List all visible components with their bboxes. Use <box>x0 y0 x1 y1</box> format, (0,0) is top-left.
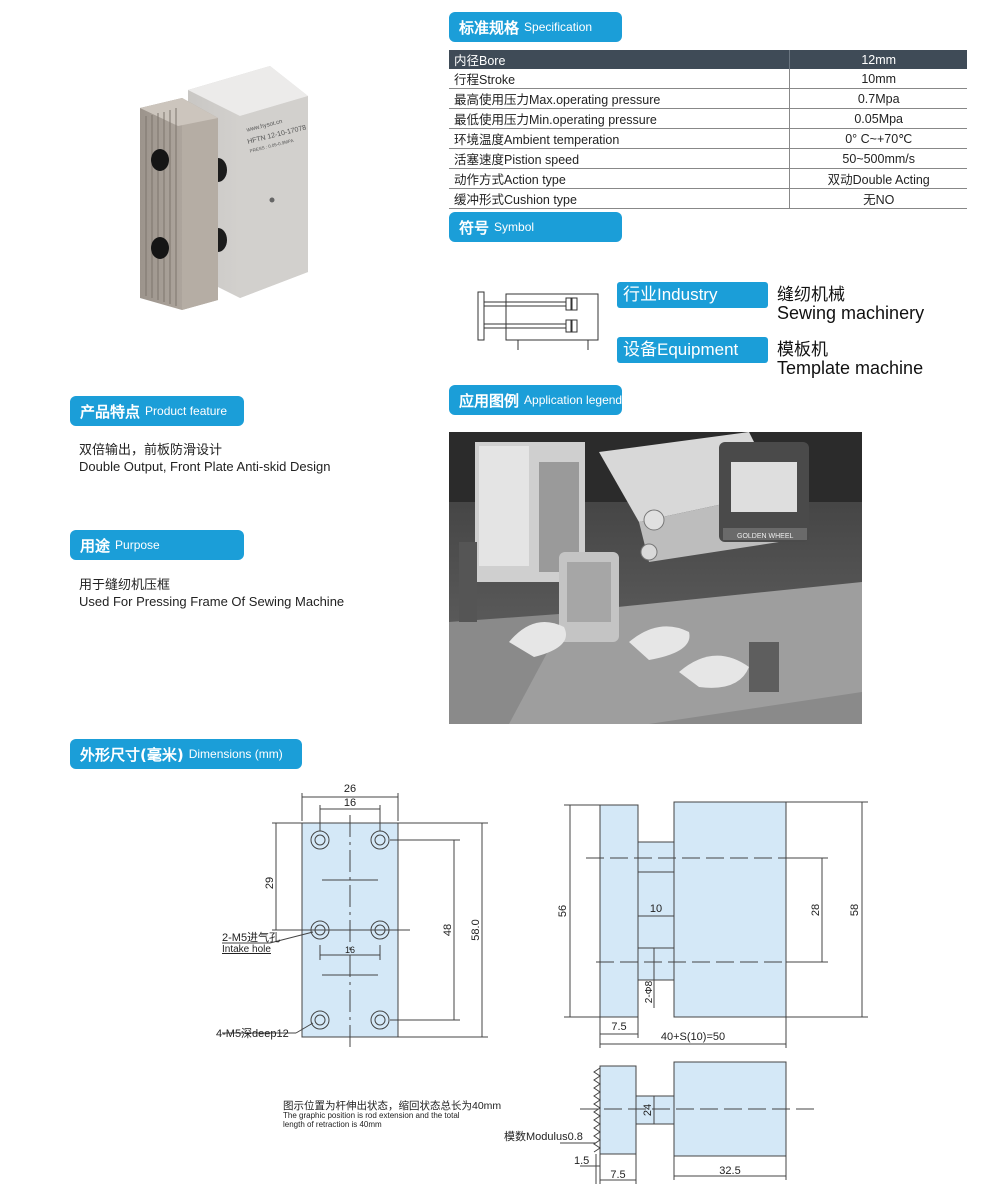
side-view-drawing: 56 10 28 58 2-Φ8 7.5 40+S(10)=50 <box>557 801 868 1048</box>
product-photo: www.hysot.cn HFTN 12-10-17078 PRESS : 0.… <box>140 66 308 310</box>
dim-32-5: 32.5 <box>719 1165 740 1177</box>
machine-label: GOLDEN WHEEL <box>737 533 794 540</box>
intake-hole-zh: 2-M5进气孔 <box>222 930 280 944</box>
bottom-view-drawing: 24 模数Modulus0.8 1.5 7.5 32.5 <box>504 1061 815 1184</box>
dim-24: 24 <box>642 1104 654 1116</box>
feature-text: 双倍输出，前板防滑设计 Double Output, Front Plate A… <box>79 442 331 474</box>
dimensions-section-header: 外形尺寸(毫米)Dimensions (mm) <box>70 739 302 769</box>
equipment-value: 模板机 Template machine <box>777 340 924 378</box>
cylinder-symbol-icon <box>477 291 599 350</box>
mount-hole-label: 4-M5深deep12 <box>216 1027 289 1040</box>
dim-1-5: 1.5 <box>574 1155 589 1167</box>
dim-58: 58 <box>849 904 861 916</box>
dim-total-length: 40+S(10)=50 <box>661 1031 725 1043</box>
modulus-label: 模数Modulus0.8 <box>504 1130 583 1143</box>
industry-value: 缝纫机械 Sewing machinery <box>777 285 925 323</box>
dim-28: 28 <box>810 904 822 916</box>
dim-phi8: 2-Φ8 <box>644 980 655 1003</box>
drawing-note: 图示位置为杆伸出状态，缩回状态总长为40mm The graphic posit… <box>283 1100 502 1129</box>
dim-29: 29 <box>264 877 276 889</box>
dim-26: 26 <box>344 783 356 795</box>
dim-48: 48 <box>442 924 454 936</box>
dim-7-5-bottom: 7.5 <box>610 1169 625 1181</box>
dim-16-top: 16 <box>344 797 356 809</box>
application-photo: GOLDEN WHEEL <box>449 432 862 724</box>
purpose-text: 用于缝纫机压框 Used For Pressing Frame Of Sewin… <box>79 577 345 609</box>
intake-hole-en: Intake hole <box>222 944 271 955</box>
dim-58-0: 58.0 <box>470 919 482 940</box>
dim-16-mid: 16 <box>345 945 355 955</box>
dim-7-5: 7.5 <box>611 1021 626 1033</box>
front-view-drawing: 26 16 16 29 48 58.0 2-M5进气孔 Intake hole … <box>216 783 488 1047</box>
industry-label: 行业Industry <box>617 282 768 308</box>
dim-56: 56 <box>557 905 569 917</box>
equipment-label: 设备Equipment <box>617 337 768 363</box>
dim-10: 10 <box>650 903 662 915</box>
